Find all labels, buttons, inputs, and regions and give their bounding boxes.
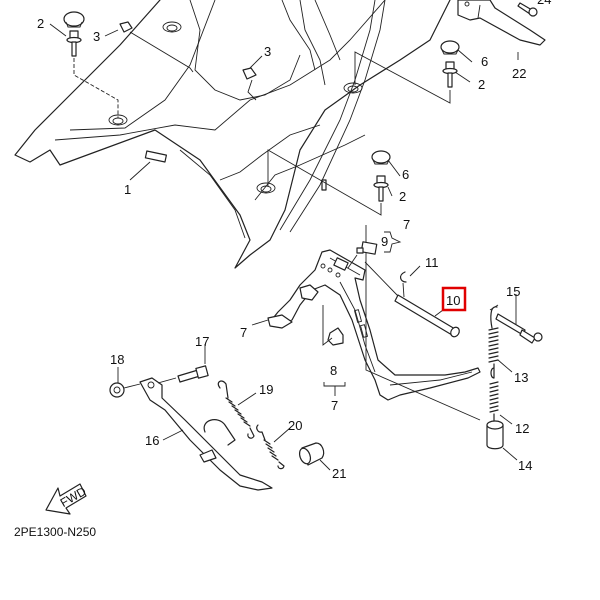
body-cover-part-1 <box>14 0 451 269</box>
cap-part-6-upper-right <box>440 40 460 55</box>
callout-label: 6 <box>481 54 488 69</box>
leader-lines <box>49 23 519 471</box>
callout-label: 14 <box>518 458 532 473</box>
nut-part-18 <box>109 382 141 398</box>
footrest-part-22 <box>457 0 546 46</box>
spring-part-20 <box>256 424 285 470</box>
callout-label: 8 <box>330 363 337 378</box>
callout-label: 7 <box>331 398 338 413</box>
callout-label: 18 <box>110 352 124 367</box>
callout-label: 24 <box>537 0 551 7</box>
callout-label: 22 <box>512 66 526 81</box>
bolt-part-2-left <box>66 30 119 118</box>
spring-part-12 <box>489 381 499 425</box>
callout-label: 6 <box>402 167 409 182</box>
bolt-part-2-upper-right <box>354 51 458 104</box>
bolt-part-15 <box>495 313 543 344</box>
fwd-arrow-label: FWD <box>58 484 89 510</box>
highlight-box-part-10 <box>441 286 467 312</box>
main-stand-part-7 <box>267 225 481 421</box>
cap-part-6-lower-right <box>371 150 391 165</box>
spring-part-19 <box>217 380 255 439</box>
drawing-code: 2PE1300-N250 <box>14 525 96 539</box>
callout-labels: 2 3 3 6 2 22 6 2 1 7 9 11 10 15 13 12 14… <box>37 0 551 481</box>
nut-part-3-center <box>242 67 257 101</box>
side-stand-part-16 <box>139 377 273 491</box>
cap-part-6-top-left <box>63 11 85 28</box>
damper-part-8 <box>322 305 344 346</box>
callout-label: 2 <box>37 16 44 31</box>
callout-label: 13 <box>514 370 528 385</box>
collar-part-14 <box>486 420 504 450</box>
nut-part-3-left <box>119 21 194 73</box>
bolt-part-17 <box>157 365 209 384</box>
callout-label: 17 <box>195 334 209 349</box>
screw-part-24 <box>517 2 538 17</box>
callout-label: 21 <box>332 466 346 481</box>
callout-label: 1 <box>124 182 131 197</box>
callout-label: 19 <box>259 382 273 397</box>
callout-label: 12 <box>515 421 529 436</box>
fwd-arrow-icon: FWD <box>45 483 89 515</box>
stopper-part-9 <box>347 241 378 269</box>
callout-label: 15 <box>506 284 520 299</box>
callout-label: 2 <box>399 189 406 204</box>
callout-label: 3 <box>264 44 271 59</box>
clip-part-11 <box>400 271 407 298</box>
callout-label: 2 <box>478 77 485 92</box>
bolt-part-2-lower-right <box>267 149 389 216</box>
callout-label: 3 <box>93 29 100 44</box>
callout-label: 9 <box>381 234 388 249</box>
shaft-part-10 <box>364 261 460 338</box>
callout-label: 7 <box>240 325 247 340</box>
collar-part-21 <box>298 442 325 466</box>
callout-label: 20 <box>288 418 302 433</box>
callout-label-highlighted: 10 <box>446 293 460 308</box>
callout-label: 11 <box>425 255 439 270</box>
callout-label: 7 <box>403 217 410 232</box>
callout-label: 16 <box>145 433 159 448</box>
